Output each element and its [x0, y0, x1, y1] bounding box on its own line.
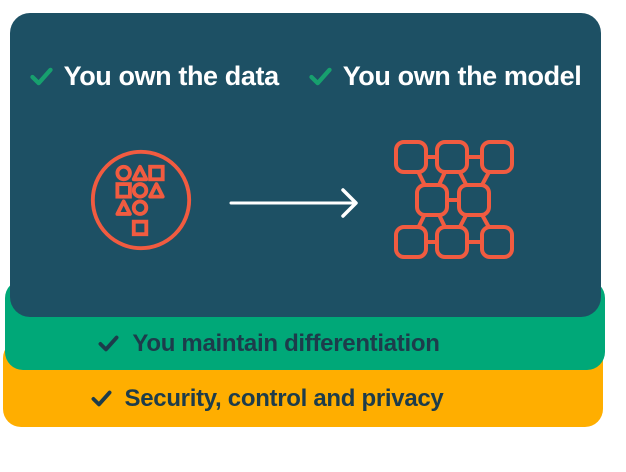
header-own-model-label: You own the model	[342, 61, 582, 91]
band-differentiation-label: You maintain differentiation	[132, 329, 440, 357]
header-own-data: You own the data	[29, 61, 280, 91]
model-network-icon	[394, 140, 514, 259]
band-security-row: Security, control and privacy	[3, 370, 603, 427]
header-own-data-label: You own the data	[63, 61, 280, 91]
header-own-model: You own the model	[309, 63, 582, 90]
top-panel: You own the data You own the model	[10, 13, 601, 317]
checkmark-icon	[309, 67, 332, 86]
checkmark-icon	[91, 390, 112, 407]
checkmark-icon	[98, 335, 119, 352]
band-differentiation-row: You maintain differentiation	[5, 317, 605, 370]
checkmark-icon	[29, 67, 53, 86]
arrow-right-icon	[228, 184, 364, 222]
panel-headers: You own the data You own the model	[10, 63, 601, 90]
data-shapes-circle-icon	[88, 147, 194, 253]
band-security-label: Security, control and privacy	[124, 384, 444, 412]
